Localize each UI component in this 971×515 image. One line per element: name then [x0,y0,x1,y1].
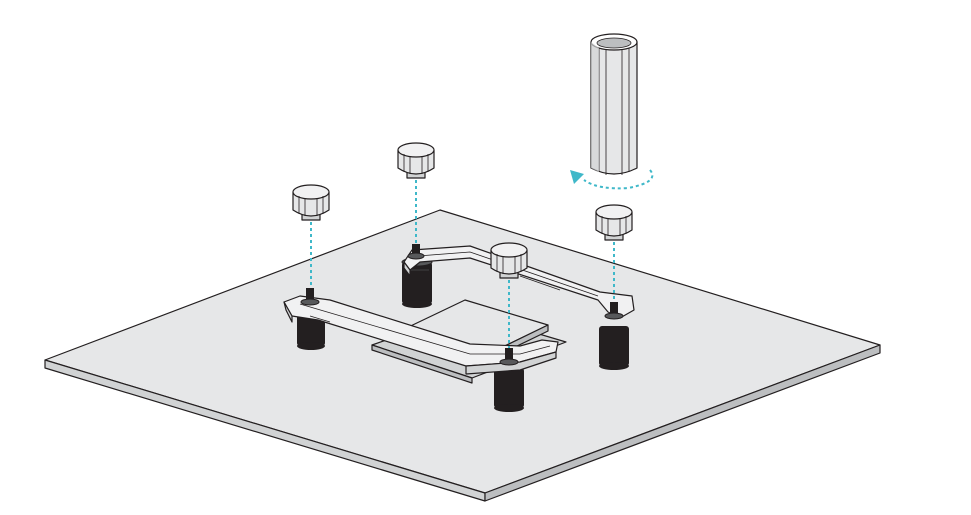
stud-front [499,348,519,366]
rotate-arrow-icon [570,169,654,190]
stud-right [604,302,624,320]
standoff-right [599,326,629,370]
motherboard-edge-right [484,344,881,502]
socket-tool-icon [590,33,638,175]
cpu-substrate-edge [371,344,473,384]
stud-back [407,244,425,260]
nut-front [490,242,528,279]
stud-left [300,288,320,306]
standoff-front [494,368,524,412]
nut-back [397,142,435,179]
nut-right [595,204,633,241]
nut-left [292,184,330,221]
alignment-guides [310,180,615,348]
